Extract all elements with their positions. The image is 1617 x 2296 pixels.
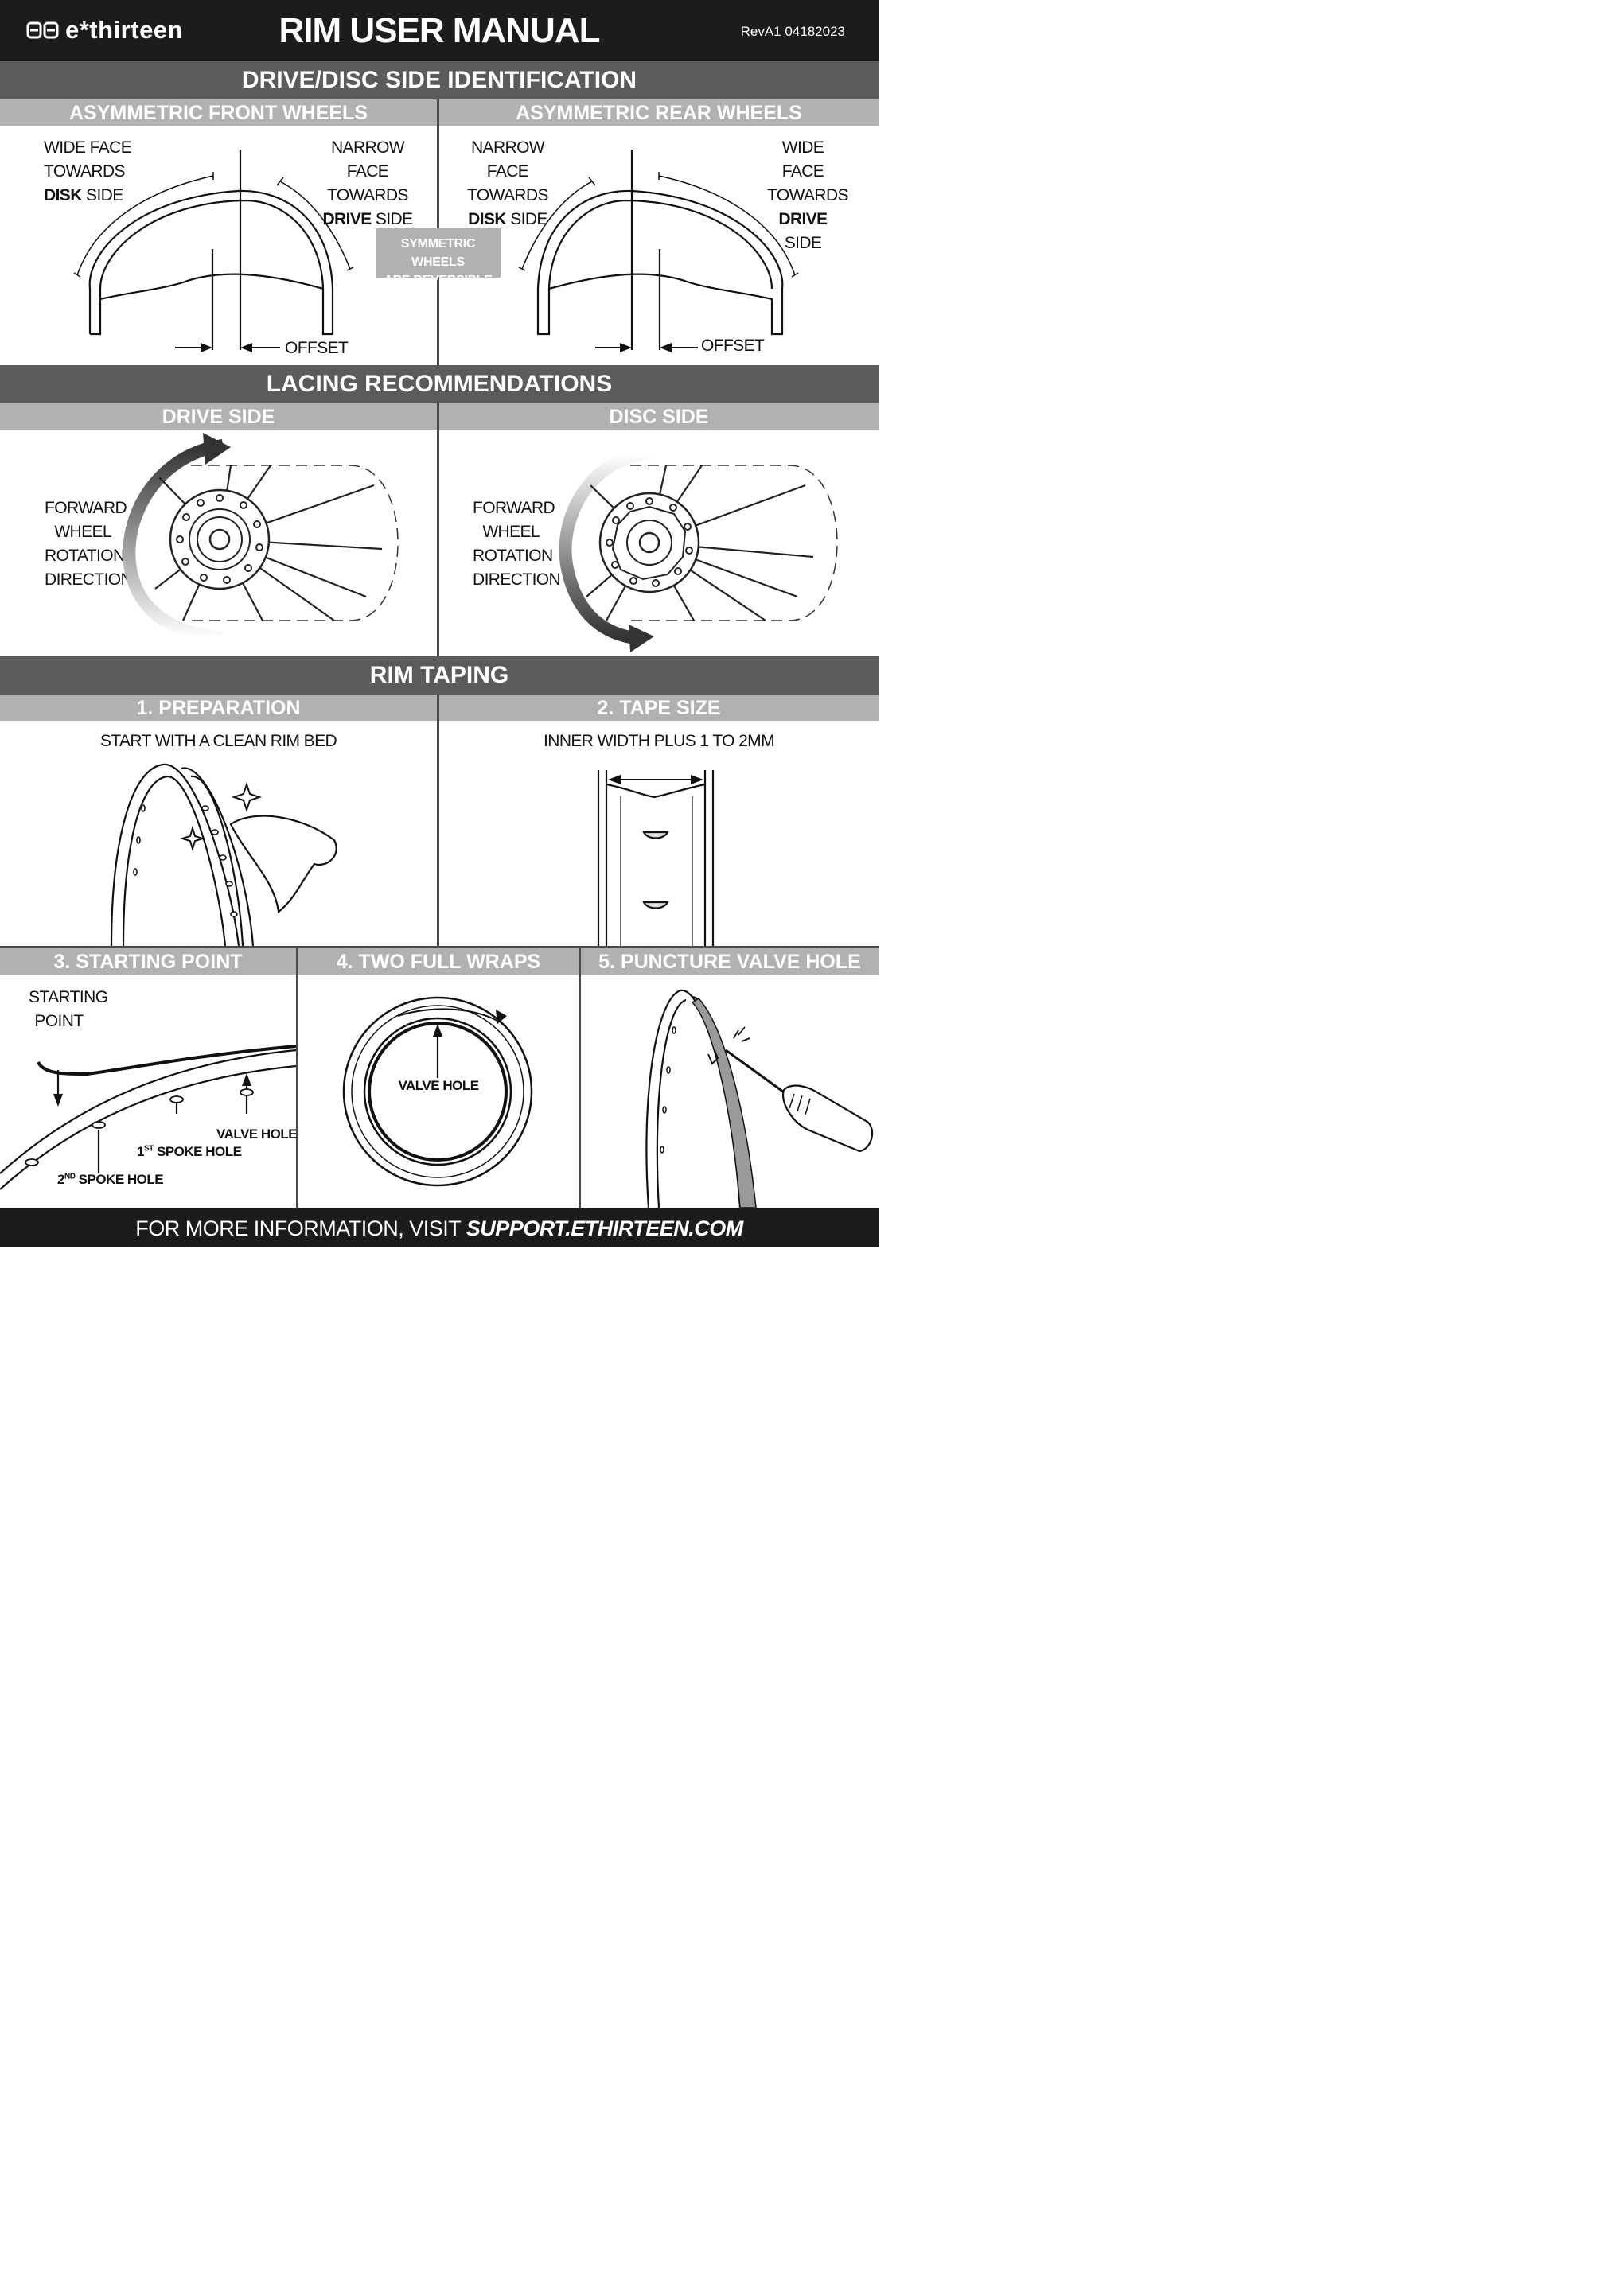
- brand-logo: e*thirteen: [26, 16, 183, 45]
- divider: [0, 946, 879, 948]
- tape-width-illustration: [597, 770, 715, 946]
- divider: [579, 948, 581, 1208]
- clean-rim-illustration: [110, 763, 337, 947]
- manual-page: e*thirteen RIM USER MANUAL RevA1 0418202…: [0, 0, 879, 1247]
- subheading-disc-side: DISC SIDE: [439, 403, 879, 430]
- puncture-valve-illustration: [645, 989, 874, 1208]
- starting-point-illustration: [0, 1045, 297, 1190]
- subheading-step1: 1. PREPARATION: [0, 695, 437, 721]
- top-bar: e*thirteen RIM USER MANUAL RevA1 0418202…: [0, 0, 879, 61]
- footer: FOR MORE INFORMATION, VISIT SUPPORT.ETHI…: [0, 1208, 879, 1247]
- divider: [437, 695, 439, 946]
- e13-logo-icon: [26, 21, 59, 39]
- second-spoke-hole-label: 2ND SPOKE HOLE: [57, 1172, 164, 1187]
- revision-code: RevA1 04182023: [740, 24, 845, 39]
- drive-rotation-label: FORWARD WHEEL ROTATION DIRECTION: [45, 499, 133, 589]
- subheading-drive-side: DRIVE SIDE: [0, 403, 437, 430]
- front-left-label: WIDE FACE TOWARDS DISK SIDE: [44, 138, 132, 204]
- section-band-identification: DRIVE/DISC SIDE IDENTIFICATION: [0, 61, 879, 99]
- rear-left-label: NARROW FACE TOWARDS DISK SIDE: [467, 138, 549, 228]
- step1-caption: START WITH A CLEAN RIM BED: [99, 732, 337, 750]
- subheading-step5: 5. PUNCTURE VALVE HOLE: [581, 948, 879, 975]
- starting-point-label: STARTING POINT: [29, 988, 108, 1030]
- front-rim-profile-diagram: [73, 150, 354, 352]
- rear-rim-profile-diagram: [518, 150, 799, 352]
- wrap-valve-hole-label: VALVE HOLE: [398, 1078, 479, 1093]
- disc-rotation-label: FORWARD WHEEL ROTATION DIRECTION: [473, 499, 561, 589]
- support-link[interactable]: SUPPORT.ETHIRTEEN.COM: [466, 1216, 744, 1240]
- two-wraps-illustration: [342, 996, 533, 1187]
- subheading-front: ASYMMETRIC FRONT WHEELS: [0, 99, 437, 126]
- rear-offset-label: OFFSET: [701, 337, 765, 355]
- divider: [296, 948, 298, 1208]
- disc-side-hub-diagram: [559, 447, 838, 652]
- subheading-step2: 2. TAPE SIZE: [439, 695, 879, 721]
- front-right-label: NARROW FACE TOWARDS DRIVE SIDE: [322, 138, 413, 228]
- first-spoke-hole-label: 1ST SPOKE HOLE: [137, 1144, 242, 1159]
- section-band-taping: RIM TAPING: [0, 656, 879, 695]
- front-offset-label: OFFSET: [285, 339, 349, 357]
- brand-name: e*thirteen: [65, 16, 183, 44]
- divider: [437, 403, 439, 656]
- subheading-step3: 3. STARTING POINT: [0, 948, 296, 975]
- drive-side-hub-diagram: [123, 433, 399, 644]
- subheading-step4: 4. TWO FULL WRAPS: [298, 948, 579, 975]
- rear-right-label: WIDE FACE TOWARDS DRIVE SIDE: [767, 138, 849, 252]
- valve-hole-label: VALVE HOLE: [216, 1127, 298, 1142]
- footer-text: FOR MORE INFORMATION, VISIT: [135, 1216, 466, 1240]
- page-title: RIM USER MANUAL: [279, 11, 601, 50]
- subheading-rear: ASYMMETRIC REAR WHEELS: [439, 99, 879, 126]
- step2-caption: INNER WIDTH PLUS 1 TO 2MM: [544, 732, 775, 750]
- section-band-lacing: LACING RECOMMENDATIONS: [0, 365, 879, 403]
- symmetric-note: SYMMETRIC WHEELS ARE REVERSIBLE: [376, 228, 501, 287]
